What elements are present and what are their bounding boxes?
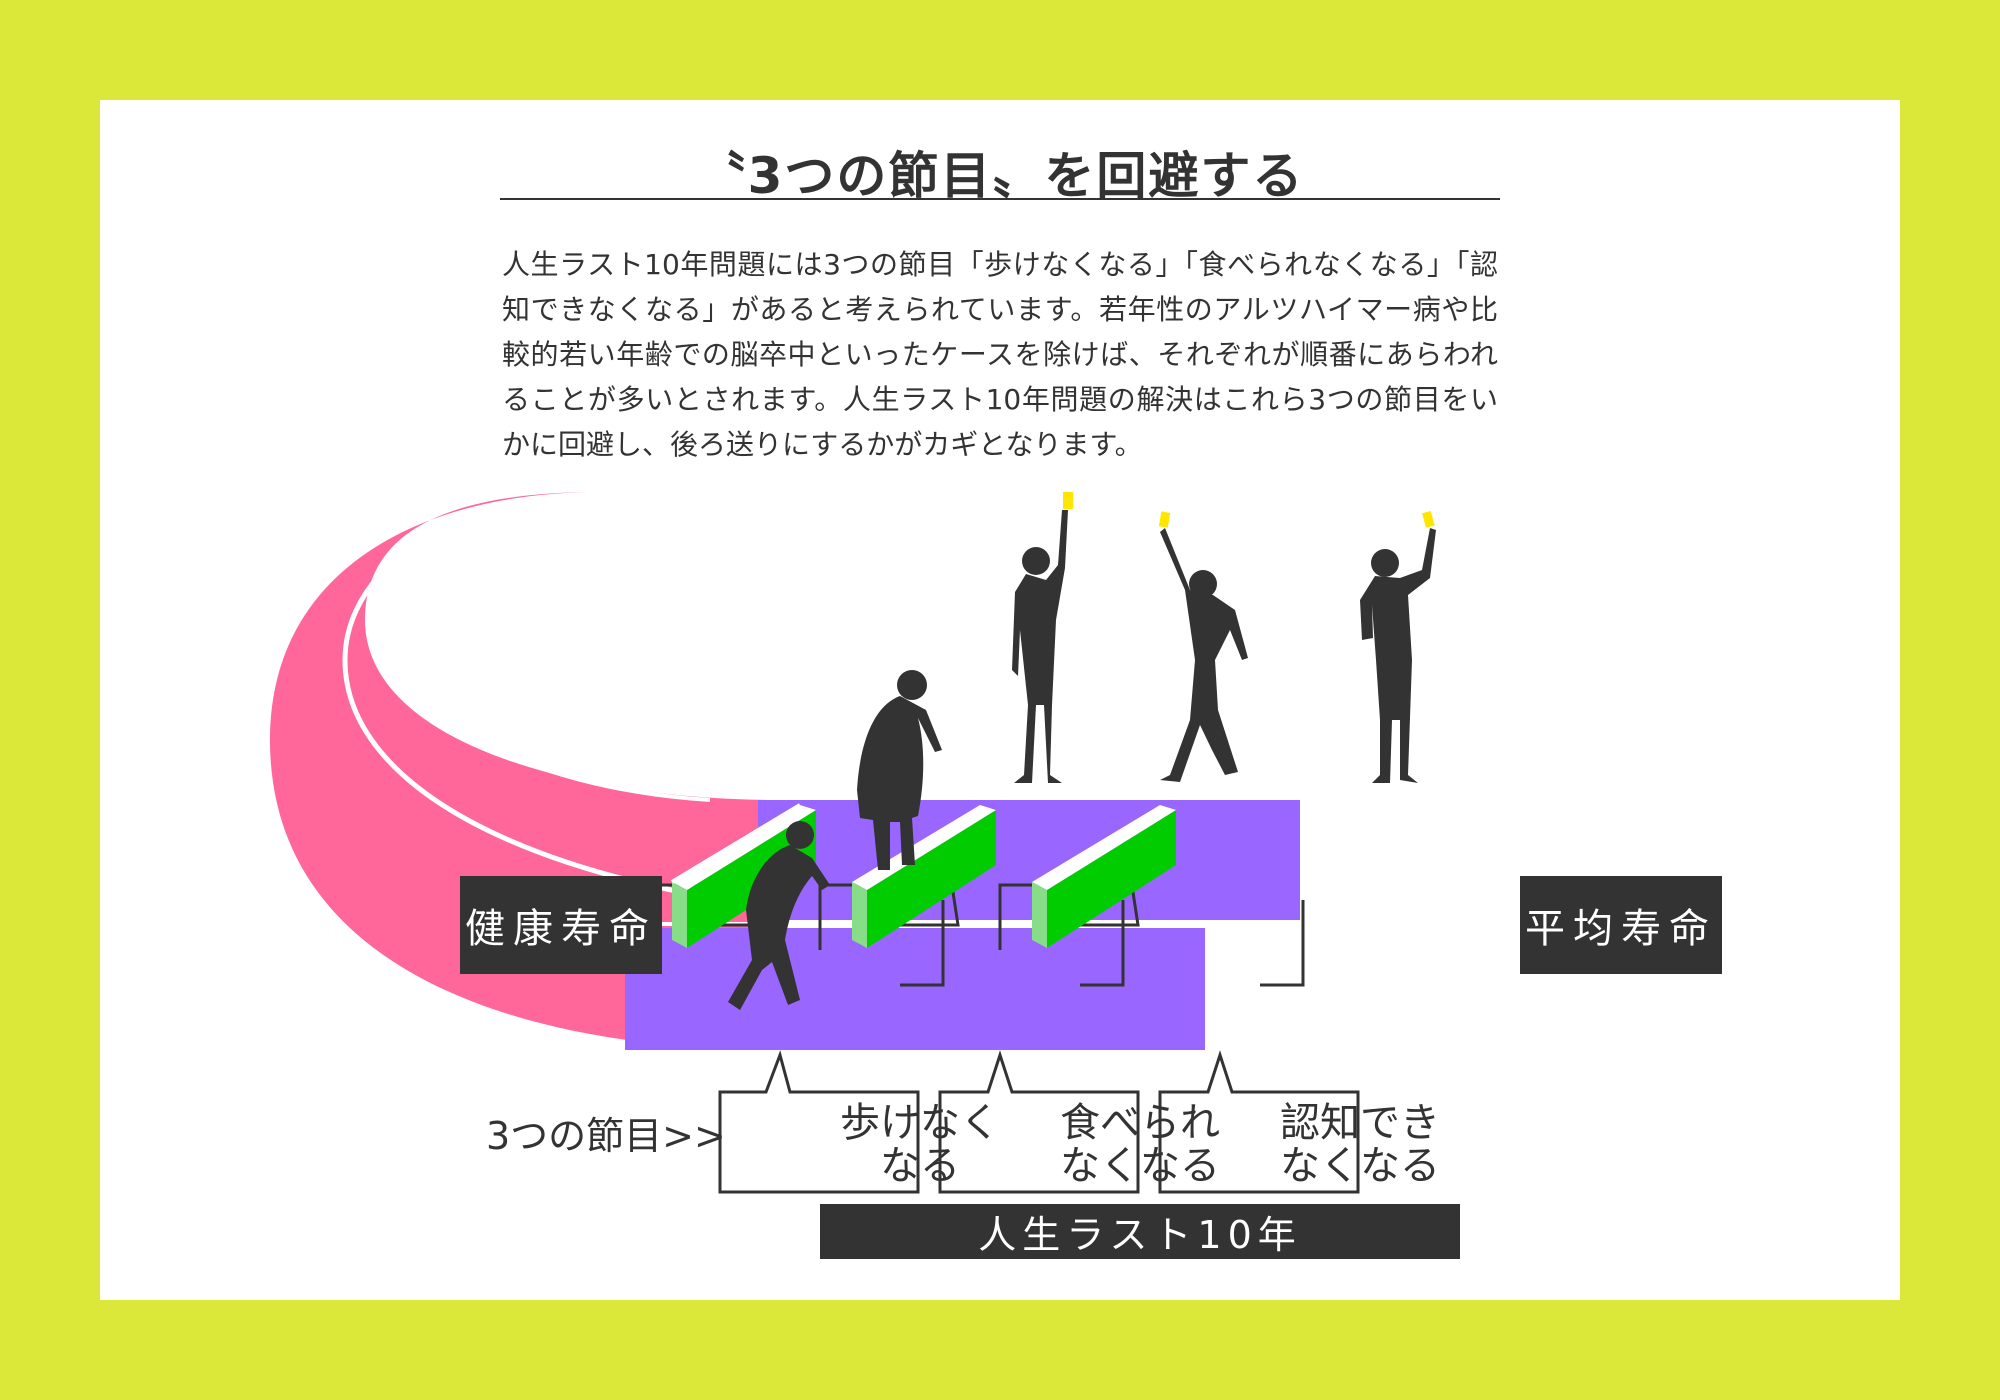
elderly-person-hunched (857, 670, 942, 870)
lane-line-inner (382, 507, 711, 802)
milestone-3-line1: 認知でき (1280, 1100, 1440, 1146)
hurdle-3 (998, 805, 1305, 987)
milestone-1-text: 歩けなく なる (822, 1102, 1018, 1188)
speech-bubble-2 (938, 1050, 1140, 1194)
milestone-2-line2: なくなる (1060, 1143, 1220, 1189)
speech-bubble-3 (1158, 1050, 1360, 1194)
milestone-3-line2: なくなる (1280, 1143, 1440, 1189)
last-ten-years-bar: 人生ラスト10年 (820, 1204, 1460, 1259)
average-lifespan-label: 平均寿命 (1520, 876, 1722, 974)
card: 〝3つの節目〟を回避する 人生ラスト10年問題には3つの節目「歩けなくなる」「食… (100, 100, 1900, 1300)
speech-bubble-1 (718, 1050, 920, 1194)
page-title: 〝3つの節目〟を回避する (695, 147, 1305, 205)
milestone-1-line1: 歩けなく (840, 1100, 1000, 1146)
milestone-2-line1: 食べられ (1060, 1100, 1220, 1146)
title-divider (500, 198, 1500, 200)
referee-3 (1360, 510, 1436, 783)
milestone-3-text: 認知でき なくなる (1262, 1102, 1458, 1188)
healthy-lifespan-label: 健康寿命 (460, 876, 662, 974)
track-illustration (270, 492, 1436, 1194)
purple-lane-upper (758, 800, 1300, 920)
intro-paragraph: 人生ラスト10年問題には3つの節目「歩けなくなる」「食べられなくなる」「認知でき… (502, 248, 1498, 461)
referee-2 (1158, 511, 1248, 782)
milestone-1-line2: なる (880, 1143, 960, 1189)
elderly-person-walking (728, 821, 830, 1010)
milestones-label: 3つの節目>> (486, 1114, 726, 1158)
lane-line-outer (342, 497, 931, 923)
milestone-2-text: 食べられ なくなる (1042, 1102, 1238, 1188)
purple-lane-lower (625, 928, 1205, 1050)
referee-1 (1012, 492, 1073, 783)
